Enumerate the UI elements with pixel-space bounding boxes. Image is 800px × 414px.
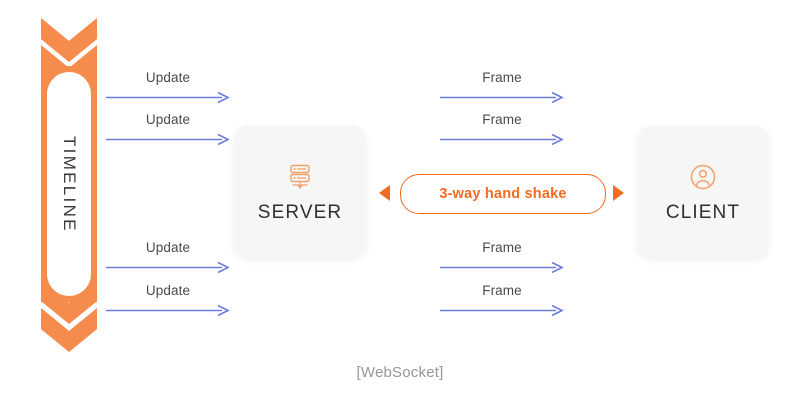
message-frame-2: Frame — [440, 112, 564, 146]
arrow-right-icon — [440, 92, 564, 103]
handshake-badge[interactable]: 3-way hand shake — [400, 174, 606, 214]
server-node[interactable]: SERVER — [234, 126, 366, 258]
arrow-right-icon — [106, 134, 230, 145]
message-label: Frame — [482, 240, 522, 255]
message-label: Update — [145, 70, 191, 85]
message-label: Update — [145, 283, 191, 298]
message-label: Frame — [482, 283, 522, 298]
client-node[interactable]: CLIENT — [637, 126, 769, 258]
timeline-plate — [47, 72, 91, 296]
message-update-2: Update — [106, 112, 230, 146]
arrow-right-icon — [106, 92, 230, 103]
message-frame-1: Frame — [440, 70, 564, 104]
arrow-right-icon — [440, 134, 564, 145]
client-node-label: CLIENT — [665, 201, 741, 223]
arrow-right-icon — [106, 305, 230, 316]
message-update-1: Update — [106, 70, 230, 104]
message-update-4: Update — [106, 283, 230, 317]
user-circle-icon — [688, 161, 718, 193]
message-label: Update — [145, 112, 191, 127]
arrow-right-icon — [440, 262, 564, 273]
server-rack-icon — [285, 161, 315, 193]
diagram-caption: [WebSocket] — [356, 364, 444, 381]
message-label: Update — [145, 240, 191, 255]
server-node-label: SERVER — [257, 201, 343, 223]
message-label: Frame — [482, 112, 522, 127]
arrow-right-icon — [106, 262, 230, 273]
message-update-3: Update — [106, 240, 230, 274]
timeline-bar: TIMELINE — [41, 18, 97, 352]
triangle-right-icon — [613, 185, 624, 201]
triangle-left-icon — [379, 185, 390, 201]
arrow-right-icon — [440, 305, 564, 316]
handshake-label: 3-way hand shake — [439, 186, 567, 202]
message-frame-4: Frame — [440, 283, 564, 317]
message-label: Frame — [482, 70, 522, 85]
message-frame-3: Frame — [440, 240, 564, 274]
timeline-label: TIMELINE — [60, 135, 79, 233]
